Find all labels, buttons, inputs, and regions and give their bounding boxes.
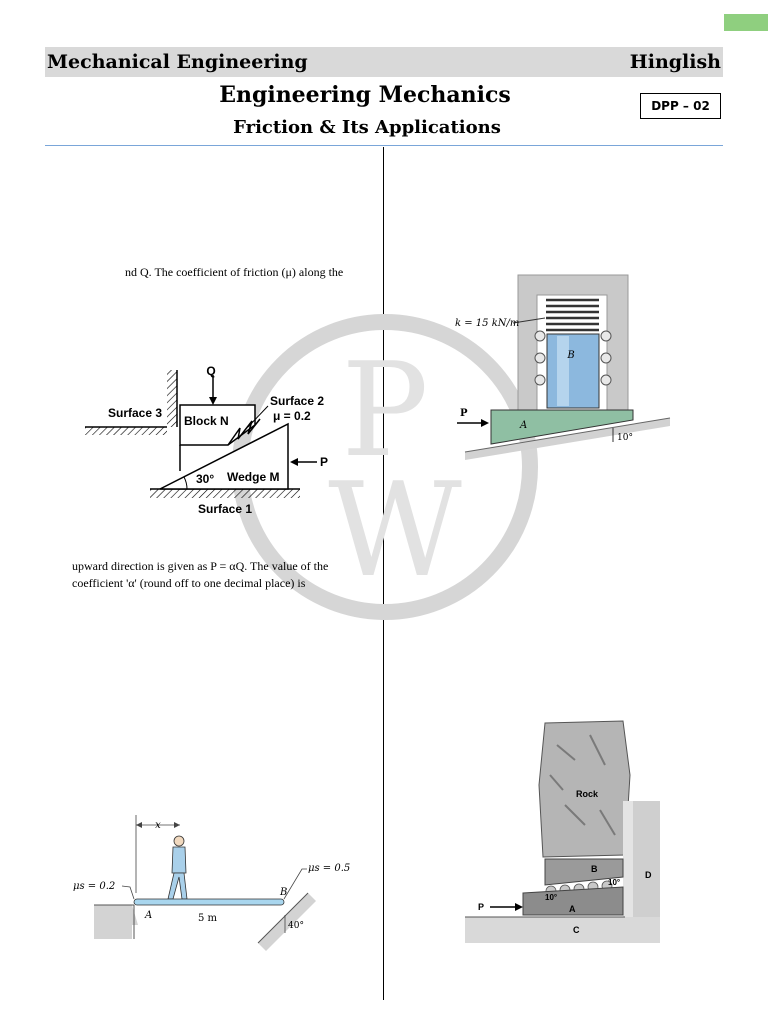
label-x: x bbox=[155, 820, 161, 831]
label-k: k = 15 kN/m bbox=[455, 318, 519, 329]
watermark-w: W bbox=[328, 454, 462, 606]
label-p: P bbox=[460, 408, 468, 419]
label-p: P bbox=[320, 455, 328, 469]
header-rule bbox=[45, 145, 723, 146]
wedge-block-figure: Q Surface 3 Block N Surface 2 μ = 0.2 P … bbox=[85, 364, 328, 516]
header-bar: Mechanical Engineering Hinglish bbox=[45, 47, 723, 77]
label-angle: 30° bbox=[196, 472, 214, 486]
surface-3-hatch bbox=[85, 427, 167, 435]
watermark-p: P bbox=[341, 334, 428, 486]
wedge-a bbox=[490, 409, 634, 445]
label-surface-2: Surface 2 bbox=[270, 394, 324, 408]
walking-man bbox=[167, 835, 188, 900]
label-a: A bbox=[144, 910, 152, 921]
label-surface-3: Surface 3 bbox=[108, 406, 162, 420]
left-support bbox=[94, 905, 138, 939]
label-b: B bbox=[279, 887, 287, 898]
wedge-a bbox=[522, 886, 624, 916]
label-wedge-m: Wedge M bbox=[227, 470, 279, 484]
label-block-n: Block N bbox=[184, 414, 229, 428]
label-p: P bbox=[478, 902, 484, 912]
wall-hatch bbox=[167, 370, 177, 427]
corner-tag bbox=[724, 14, 768, 31]
label-c: C bbox=[573, 925, 580, 935]
plank bbox=[133, 898, 285, 906]
spring bbox=[546, 298, 599, 332]
block-b bbox=[544, 858, 624, 886]
label-angle: 10° bbox=[617, 433, 633, 443]
surface-1-hatch bbox=[150, 489, 300, 498]
label-length: 5 m bbox=[198, 913, 218, 924]
question-1-line-2: upward direction is given as P = αQ. The… bbox=[72, 559, 329, 573]
right-incline bbox=[258, 893, 316, 951]
page-title: Engineering Mechanics bbox=[219, 82, 511, 108]
subject-label: Mechanical Engineering bbox=[47, 51, 308, 73]
ground-c bbox=[465, 917, 660, 943]
label-b: B bbox=[591, 864, 598, 874]
label-d: D bbox=[645, 870, 652, 880]
incline-ground bbox=[465, 418, 670, 460]
wedge-m bbox=[159, 422, 289, 490]
rollers bbox=[534, 330, 612, 386]
label-surface-1: Surface 1 bbox=[198, 502, 252, 516]
rock-wedge-figure: Rock B D A C P 10° 10° bbox=[465, 715, 660, 943]
label-q: Q bbox=[206, 364, 215, 378]
label-angle: 40° bbox=[288, 921, 304, 931]
page-subtitle: Friction & Its Applications bbox=[233, 117, 501, 138]
column-divider bbox=[383, 147, 384, 1000]
plank-figure: x μs = 0.2 μs = 0.5 A B 5 m 40° bbox=[73, 815, 350, 951]
label-rock: Rock bbox=[576, 789, 599, 799]
block-b bbox=[546, 333, 600, 409]
label-mu-b: μs = 0.5 bbox=[308, 863, 350, 874]
label-angle-2: 10° bbox=[545, 893, 557, 902]
spring-wedge-figure: k = 15 kN/m B A P 10° bbox=[455, 274, 671, 460]
label-b: B bbox=[566, 350, 574, 361]
label-mu: μ = 0.2 bbox=[273, 409, 311, 423]
question-1-line-3: coefficient 'α' (round off to one decima… bbox=[72, 576, 306, 590]
label-angle-1: 10° bbox=[608, 878, 620, 887]
label-a: A bbox=[569, 904, 576, 914]
dpp-badge: DPP – 02 bbox=[640, 93, 721, 119]
label-mu-a: μs = 0.2 bbox=[73, 881, 115, 892]
language-label: Hinglish bbox=[629, 51, 721, 73]
label-a: A bbox=[519, 420, 527, 431]
question-1-top-line: nd Q. The coefficient of friction (μ) al… bbox=[125, 265, 344, 279]
